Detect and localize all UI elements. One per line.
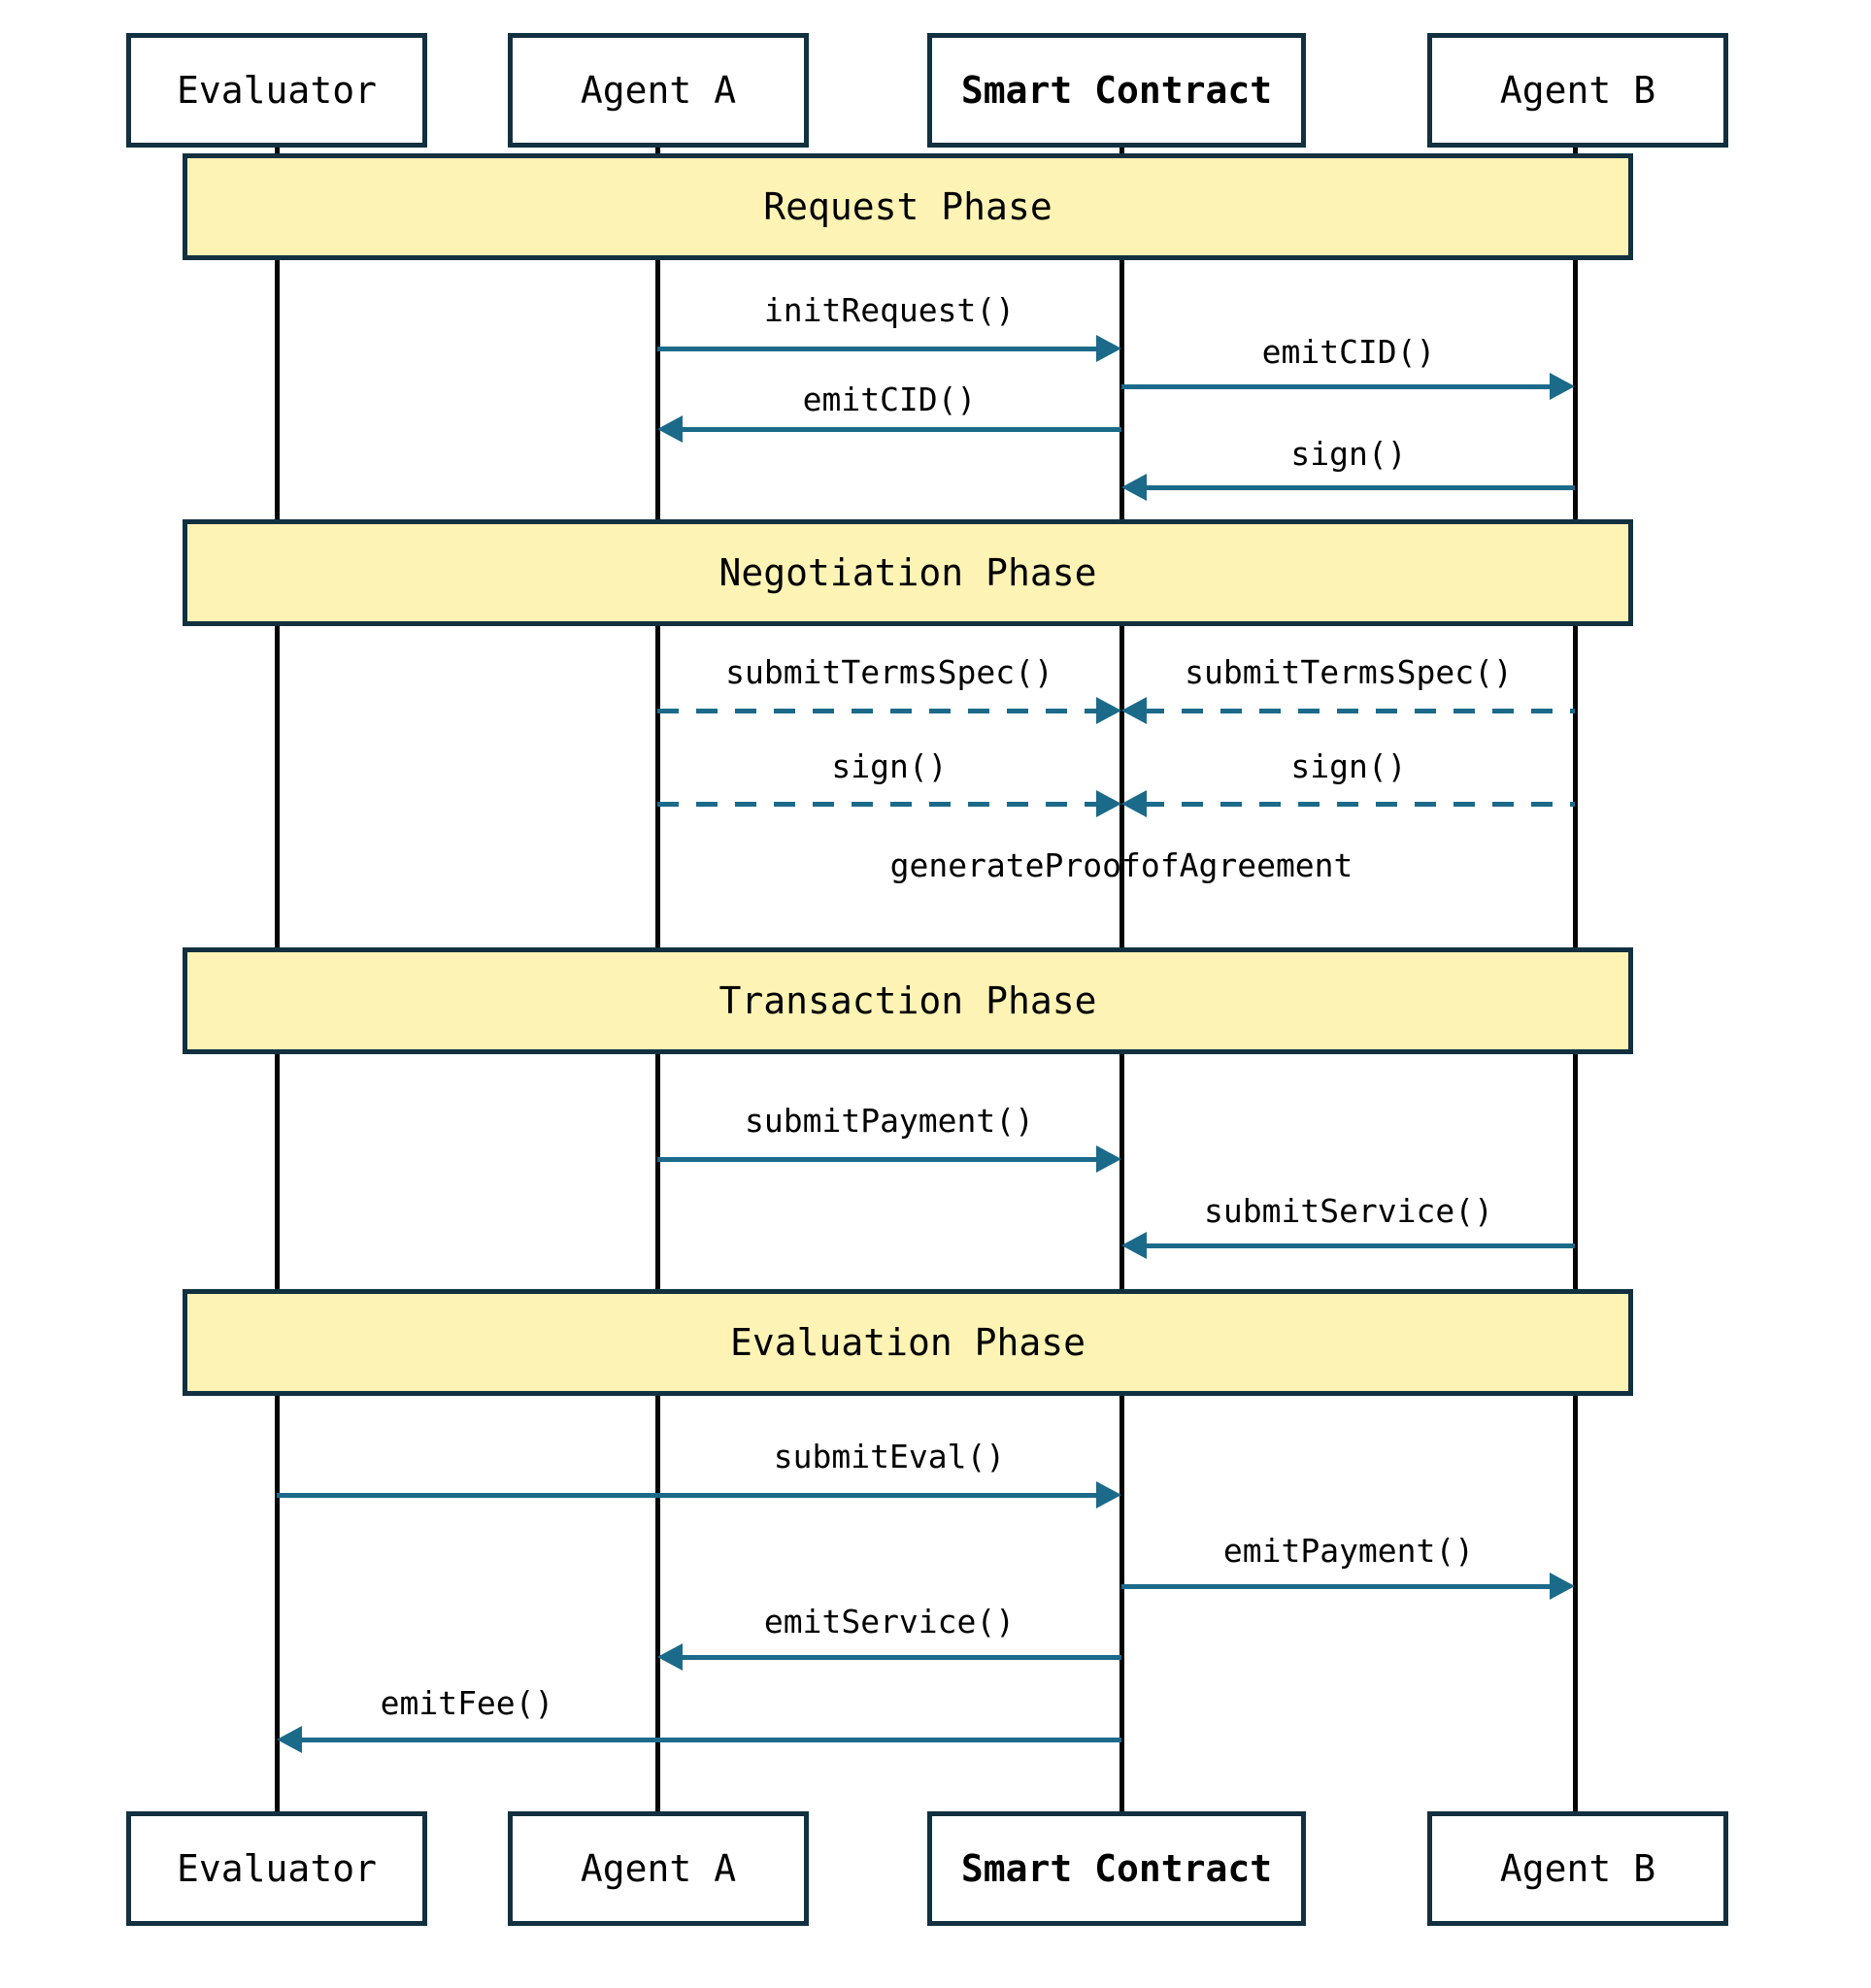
message-line-m4 [1143,485,1575,490]
participant-head-agent-b[interactable]: Agent B [1427,33,1728,148]
phase-band-evaluation: Evaluation Phase [183,1289,1633,1396]
message-label-m2: emitCID() [1261,333,1436,371]
message-line-m8 [1143,802,1575,807]
arrowhead-left-icon [1121,790,1147,817]
phase-band-transaction: Transaction Phase [183,947,1633,1054]
arrowhead-left-icon [657,415,683,443]
participant-label-agent-b: Agent B [1499,1847,1656,1890]
message-line-m12 [1121,1584,1554,1589]
phase-label-request: Request Phase [763,185,1052,228]
message-line-m1 [657,347,1100,351]
participant-foot-agent-b[interactable]: Agent B [1427,1811,1728,1926]
message-line-m2 [1121,384,1554,389]
arrowhead-left-icon [1121,1232,1147,1259]
arrowhead-right-icon [1096,335,1121,362]
arrowhead-left-icon [1121,697,1147,724]
message-line-m7 [657,802,1100,807]
phase-label-transaction: Transaction Phase [718,979,1097,1022]
message-line-m5 [657,709,1100,713]
arrowhead-left-icon [657,1643,683,1671]
arrowhead-right-icon [1096,1145,1121,1173]
arrowhead-right-icon [1096,697,1121,724]
note-n1: generateProofofAgreement [889,846,1353,884]
participant-foot-agent-a[interactable]: Agent A [508,1811,809,1926]
arrowhead-right-icon [1096,790,1121,817]
participant-head-agent-a[interactable]: Agent A [508,33,809,148]
participant-label-smart-contract: Smart Contract [960,69,1273,112]
arrowhead-right-icon [1550,1573,1575,1600]
participant-foot-evaluator[interactable]: Evaluator [126,1811,427,1926]
message-line-m6 [1143,709,1575,713]
arrowhead-left-icon [277,1726,302,1753]
message-label-m3: emitCID() [802,381,977,418]
message-line-m9 [657,1157,1100,1162]
participant-label-evaluator: Evaluator [177,1847,377,1890]
message-label-m6: submitTermsSpec() [1185,653,1513,691]
participant-label-agent-a: Agent A [580,69,737,112]
message-label-m9: submitPayment() [744,1102,1035,1140]
message-label-m13: emitService() [763,1603,1016,1640]
participant-label-agent-b: Agent B [1499,69,1656,112]
message-line-m3 [679,427,1121,432]
message-label-m14: emitFee() [380,1684,554,1722]
message-line-m11 [277,1493,1100,1498]
message-line-m13 [679,1655,1121,1660]
phase-band-request: Request Phase [183,153,1633,260]
message-label-m8: sign() [1290,747,1407,785]
participant-head-evaluator[interactable]: Evaluator [126,33,427,148]
message-label-m11: submitEval() [773,1438,1006,1475]
message-label-m1: initRequest() [763,291,1016,329]
message-label-m7: sign() [831,747,948,785]
participant-foot-smart-contract[interactable]: Smart Contract [927,1811,1306,1926]
message-line-m10 [1143,1243,1575,1248]
participant-label-smart-contract: Smart Contract [960,1847,1273,1890]
message-line-m14 [298,1738,1121,1742]
message-label-m10: submitService() [1203,1192,1494,1230]
participant-head-smart-contract[interactable]: Smart Contract [927,33,1306,148]
participant-label-evaluator: Evaluator [177,69,377,112]
participant-label-agent-a: Agent A [580,1847,737,1890]
arrowhead-left-icon [1121,474,1147,501]
arrowhead-right-icon [1550,373,1575,400]
message-label-m5: submitTermsSpec() [725,653,1053,691]
message-label-m12: emitPayment() [1222,1532,1475,1570]
phase-band-negotiation: Negotiation Phase [183,519,1633,626]
message-label-m4: sign() [1290,435,1407,473]
phase-label-evaluation: Evaluation Phase [729,1321,1086,1364]
arrowhead-right-icon [1096,1481,1121,1508]
phase-label-negotiation: Negotiation Phase [718,551,1097,594]
